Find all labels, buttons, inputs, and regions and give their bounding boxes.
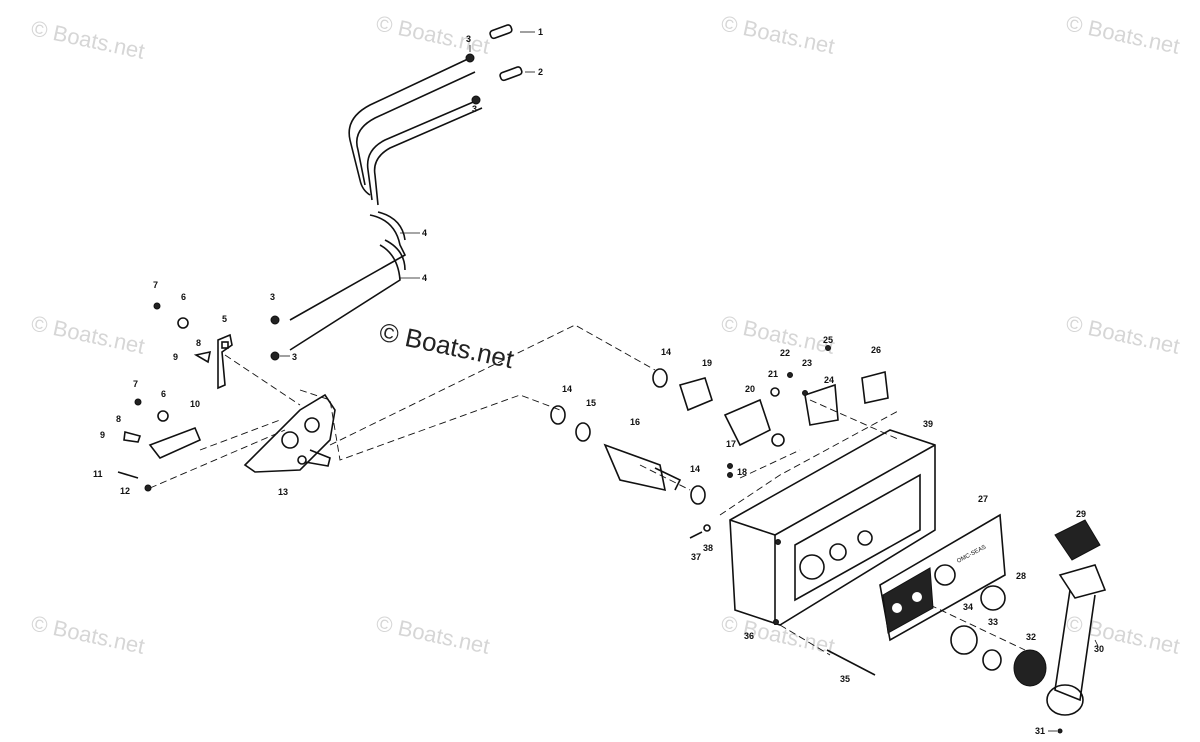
callout: 39 <box>923 419 933 429</box>
callout: 28 <box>1016 571 1026 581</box>
callout: 10 <box>190 399 200 409</box>
callout: 30 <box>1094 644 1104 654</box>
callout: 26 <box>871 345 881 355</box>
watermark: © Boats.net <box>1064 610 1182 658</box>
watermark: © Boats.net <box>29 610 147 658</box>
callout: 3 <box>472 104 477 114</box>
callout: 14 <box>562 384 572 394</box>
left-linkage <box>117 302 233 492</box>
callout: 8 <box>196 338 201 348</box>
shift-shaft-parts <box>550 345 889 539</box>
callout: 3 <box>270 292 275 302</box>
callouts: 1 2 3 3 3 3 4 4 5 6 6 7 7 8 8 9 9 10 11 … <box>93 27 1104 736</box>
callout: 19 <box>702 358 712 368</box>
decal-plate: OMC-SEAS <box>879 513 1006 642</box>
callout: 25 <box>823 335 833 345</box>
callout: 20 <box>745 384 755 394</box>
callout: 33 <box>988 617 998 627</box>
watermark: © Boats.net <box>1064 310 1182 358</box>
watermark: © Boats.net <box>29 310 147 358</box>
handle-parts <box>826 519 1107 734</box>
callout: 14 <box>690 464 700 474</box>
watermark: © Boats.net <box>29 15 147 63</box>
callout: 35 <box>840 674 850 684</box>
callout: 7 <box>133 379 138 389</box>
cable-end-1 <box>489 24 513 40</box>
callout: 29 <box>1076 509 1086 519</box>
callout: 9 <box>100 430 105 440</box>
watermark: © Boats.net <box>719 610 837 658</box>
callout: 16 <box>630 417 640 427</box>
callout: 9 <box>173 352 178 362</box>
base-plate <box>243 393 336 473</box>
callout: 36 <box>744 631 754 641</box>
callout: 1 <box>538 27 543 37</box>
watermark-layer: © Boats.net © Boats.net © Boats.net © Bo… <box>29 10 1182 658</box>
callout: 4 <box>422 228 427 238</box>
callout: 38 <box>703 543 713 553</box>
callout: 18 <box>737 467 747 477</box>
callout: 5 <box>222 314 227 324</box>
callout: 8 <box>116 414 121 424</box>
callout: 7 <box>153 280 158 290</box>
callout: 34 <box>963 602 973 612</box>
callout: 22 <box>780 348 790 358</box>
watermark: © Boats.net <box>719 10 837 58</box>
callout: 17 <box>726 439 736 449</box>
callout: 12 <box>120 486 130 496</box>
watermark: © Boats.net <box>374 610 492 658</box>
control-box <box>729 429 936 626</box>
callout: 6 <box>161 389 166 399</box>
control-cables <box>270 24 523 361</box>
plate-text: OMC-SEAS <box>956 544 987 564</box>
callout: 21 <box>768 369 778 379</box>
callout: 3 <box>292 352 297 362</box>
cable-end-2 <box>499 66 523 82</box>
watermark: © Boats.net <box>719 310 837 358</box>
callout: 11 <box>93 469 103 479</box>
callout: 2 <box>538 67 543 77</box>
callout: 27 <box>978 494 988 504</box>
callout: 37 <box>691 552 701 562</box>
callout: 3 <box>466 34 471 44</box>
callout: 24 <box>824 375 834 385</box>
callout: 31 <box>1035 726 1045 736</box>
callout: 23 <box>802 358 812 368</box>
watermark: © Boats.net <box>1064 10 1182 58</box>
callout: 14 <box>661 347 671 357</box>
callout: 13 <box>278 487 288 497</box>
callout: 32 <box>1026 632 1036 642</box>
callout: 15 <box>586 398 596 408</box>
callout: 4 <box>422 273 427 283</box>
callout: 6 <box>181 292 186 302</box>
watermark: © Boats.net <box>374 10 492 58</box>
center-watermark: © Boats.net <box>377 317 517 375</box>
